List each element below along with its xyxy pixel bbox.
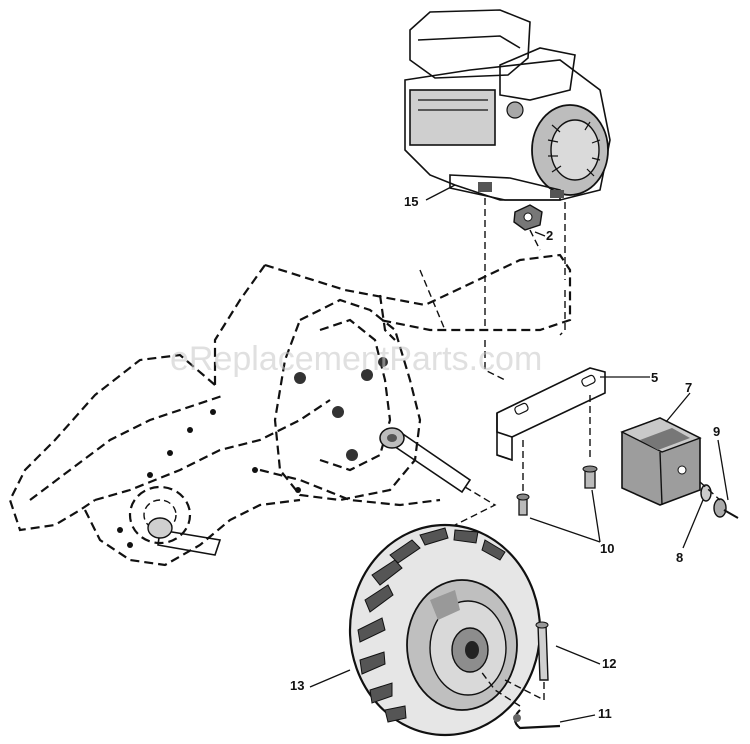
callout-11: 11 xyxy=(598,706,612,721)
callout-7: 7 xyxy=(685,380,692,395)
callout-9: 9 xyxy=(713,424,720,439)
frame-bolts xyxy=(117,357,388,548)
engine xyxy=(404,9,611,201)
tine-axle-shaft xyxy=(147,517,222,556)
callout-labels: 15 2 5 7 9 10 8 12 13 11 xyxy=(290,194,720,721)
tiller-frame-phantom xyxy=(8,253,572,567)
watermark: eReplacementParts.com xyxy=(170,340,542,378)
wheel-weight xyxy=(620,417,702,506)
wheel-tire xyxy=(348,523,542,737)
engine-mount-lines xyxy=(484,198,566,381)
part-10-bolts xyxy=(516,395,598,516)
part-12-hitch-pin xyxy=(504,621,549,702)
callout-5: 5 xyxy=(651,370,658,385)
weight-bracket xyxy=(496,367,606,462)
part-9-bolt xyxy=(699,481,739,519)
callout-13: 13 xyxy=(290,678,304,693)
callout-8: 8 xyxy=(676,550,683,565)
callout-10: 10 xyxy=(600,541,614,556)
part-11-clip-pin xyxy=(479,669,561,730)
callout-2: 2 xyxy=(546,228,553,243)
part-8-washer xyxy=(700,484,712,502)
leader-lines xyxy=(309,184,729,723)
callout-15: 15 xyxy=(404,194,418,209)
part-2-nut xyxy=(513,204,543,231)
callout-12: 12 xyxy=(602,656,616,671)
